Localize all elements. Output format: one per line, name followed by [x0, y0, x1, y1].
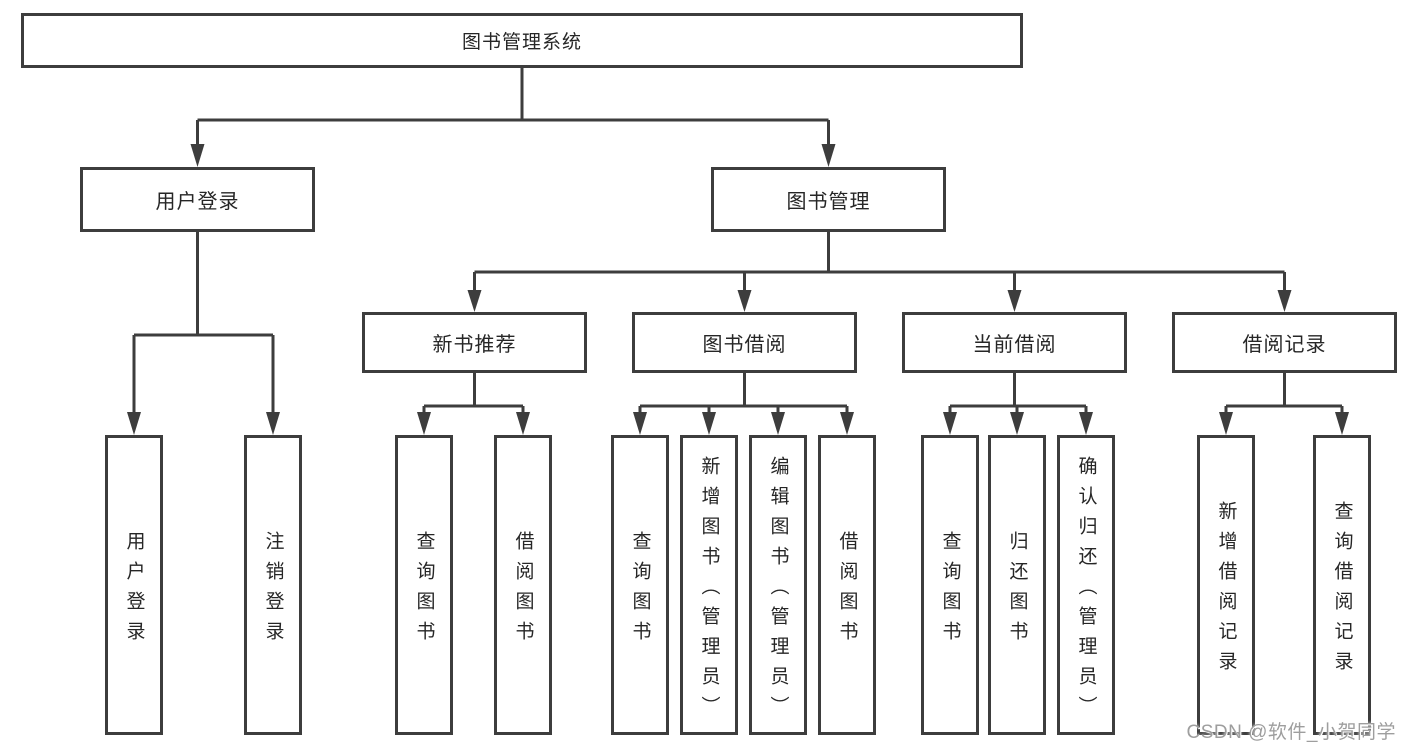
arrowhead-down — [190, 144, 205, 167]
arrowhead-down — [1277, 290, 1292, 312]
connector-user-login-to-leaves — [127, 232, 280, 435]
node-current-borrow: 当前借阅 — [902, 312, 1127, 373]
node-label: 新书推荐 — [432, 334, 517, 356]
arrowhead-down — [516, 412, 530, 435]
connector-root-to-level2 — [190, 68, 836, 167]
leaf-label: 新增图书（管理员） — [698, 455, 720, 726]
arrowhead-down — [467, 290, 482, 312]
arrowhead-down — [1219, 412, 1233, 435]
node-root-system: 图书管理系统 — [21, 13, 1023, 68]
leaf-add-borrow-record: 新增借阅记录 — [1197, 435, 1255, 735]
arrowhead-down — [1007, 290, 1022, 312]
leaf-user-login: 用户登录 — [105, 435, 163, 735]
leaf-query-borrow-record: 查询借阅记录 — [1313, 435, 1371, 735]
leaf-label: 借阅图书 — [512, 530, 534, 651]
connector-new-book-recommend-to-leaves — [417, 373, 530, 435]
arrowhead-down — [702, 412, 716, 435]
arrowhead-down — [840, 412, 854, 435]
node-label: 当前借阅 — [972, 334, 1057, 356]
leaf-label: 查询图书 — [629, 530, 651, 651]
leaf-label: 查询图书 — [939, 530, 961, 651]
node-book-borrow: 图书借阅 — [632, 312, 857, 373]
leaf-borrow-books: 借阅图书 — [494, 435, 552, 735]
node-book-management: 图书管理 — [711, 167, 946, 232]
arrowhead-down — [1010, 412, 1024, 435]
leaf-edit-books-admin: 编辑图书（管理员） — [749, 435, 807, 735]
leaf-return-books: 归还图书 — [988, 435, 1046, 735]
leaf-label: 查询借阅记录 — [1331, 500, 1353, 681]
node-label: 图书借阅 — [702, 334, 787, 356]
leaf-label: 归还图书 — [1006, 530, 1028, 651]
node-label: 借阅记录 — [1242, 334, 1327, 356]
connector-borrow-record-to-leaves — [1219, 373, 1349, 435]
leaf-borrow-books: 借阅图书 — [818, 435, 876, 735]
arrowhead-down — [633, 412, 647, 435]
node-borrow-record: 借阅记录 — [1172, 312, 1397, 373]
node-user-login: 用户登录 — [80, 167, 315, 232]
arrowhead-down — [737, 290, 752, 312]
node-label: 用户登录 — [155, 191, 240, 213]
leaf-label: 借阅图书 — [836, 530, 858, 651]
leaf-label: 新增借阅记录 — [1215, 500, 1237, 681]
connector-book-borrow-to-leaves — [633, 373, 854, 435]
leaf-query-books: 查询图书 — [395, 435, 453, 735]
leaf-label: 编辑图书（管理员） — [767, 455, 789, 726]
node-label: 图书管理 — [786, 191, 871, 213]
leaf-label: 用户登录 — [123, 530, 145, 651]
leaf-label: 查询图书 — [413, 530, 435, 651]
arrowhead-down — [943, 412, 957, 435]
csdn-watermark: CSDN @软件_小贺同学 — [1186, 722, 1396, 743]
connector-current-borrow-to-leaves — [943, 373, 1093, 435]
leaf-query-books: 查询图书 — [611, 435, 669, 735]
node-label: 图书管理系统 — [461, 32, 582, 53]
leaf-logout: 注销登录 — [244, 435, 302, 735]
leaf-query-books: 查询图书 — [921, 435, 979, 735]
arrowhead-down — [1079, 412, 1093, 435]
arrowhead-down — [821, 144, 836, 167]
arrowhead-down — [127, 412, 141, 435]
arrowhead-down — [266, 412, 280, 435]
arrowhead-down — [417, 412, 431, 435]
arrowhead-down — [771, 412, 785, 435]
connector-book-management-to-level3 — [467, 232, 1292, 312]
leaf-confirm-return-admin: 确认归还（管理员） — [1057, 435, 1115, 735]
leaf-add-books-admin: 新增图书（管理员） — [680, 435, 738, 735]
leaf-label: 确认归还（管理员） — [1075, 455, 1097, 726]
arrowhead-down — [1335, 412, 1349, 435]
node-new-book-recommend: 新书推荐 — [362, 312, 587, 373]
leaf-label: 注销登录 — [262, 530, 284, 651]
